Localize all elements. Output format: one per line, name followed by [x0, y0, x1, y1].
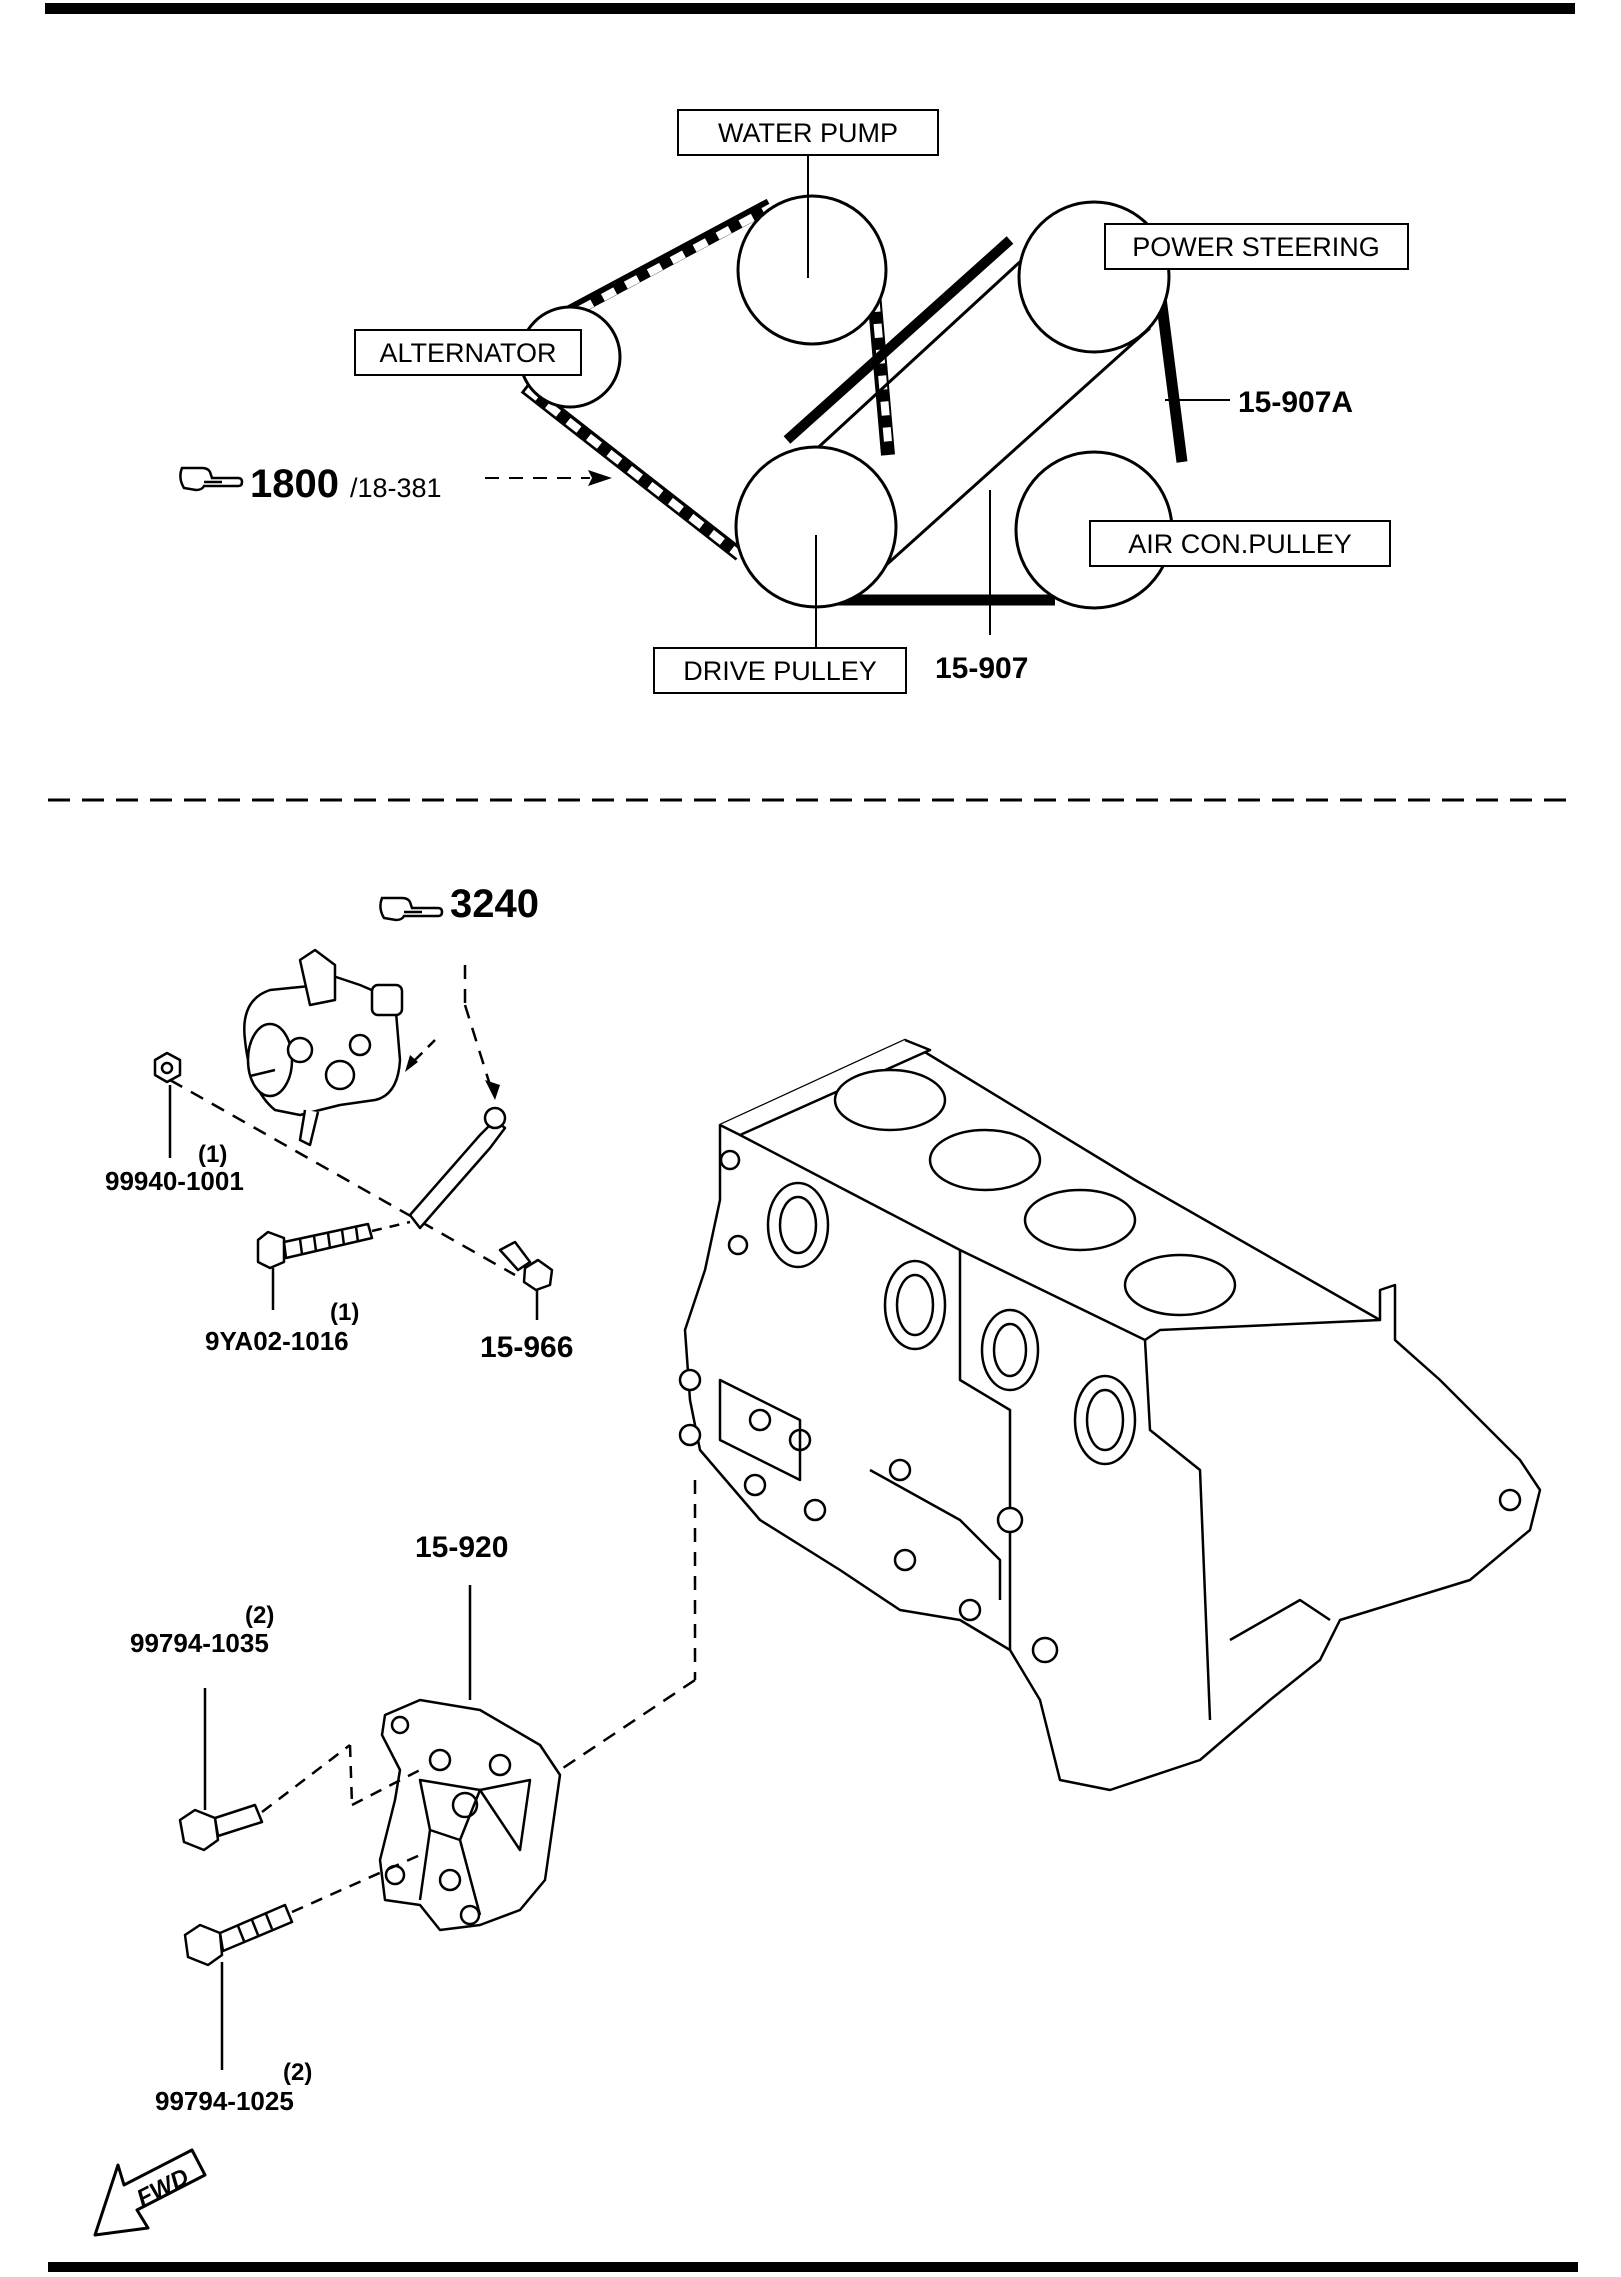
pump-stay — [408, 1118, 507, 1230]
reference-3240: 3240 — [450, 882, 539, 926]
part-number-99794-1025: 99794-1025 — [155, 2086, 294, 2116]
alternator-label: ALTERNATOR — [379, 338, 556, 368]
air-con-label-box — [1089, 520, 1391, 567]
fwd-arrow-icon — [93, 2148, 207, 2237]
power-steering-pump — [243, 948, 404, 1147]
qty-9ya02-1016: (1) — [330, 1299, 359, 1326]
part-number-15-907: 15-907 — [935, 652, 1028, 685]
bracket-15-920 — [378, 1698, 562, 1932]
power-steering-label-box — [1104, 223, 1409, 270]
air-con-pulley-label: AIR CON.PULLEY — [1128, 529, 1352, 559]
bracket-diagram-drawing — [93, 948, 1542, 2237]
pointing-hand-icon — [379, 896, 444, 922]
belt-15-907 — [520, 198, 1152, 606]
drive-pulley-label: DRIVE PULLEY — [683, 656, 877, 686]
water-pump-pulley — [736, 194, 888, 346]
drive-pulley-label-box — [653, 647, 907, 694]
reference-1800: 1800 — [250, 462, 339, 506]
bolt-99794-1035 — [178, 1803, 264, 1852]
power-steering-label: POWER STEERING — [1132, 232, 1380, 262]
belt-15-907a — [1154, 289, 1188, 463]
qty-99794-1025: (2) — [283, 2059, 312, 2086]
bolt-9ya02-1016 — [256, 1222, 374, 1270]
part-number-15-907a: 15-907A — [1238, 386, 1353, 419]
water-pump-label-box — [677, 109, 939, 156]
part-number-99794-1035: 99794-1035 — [130, 1628, 269, 1658]
top-border — [45, 3, 1575, 14]
alternator-label-box — [354, 329, 582, 376]
bolt-15-966 — [498, 1240, 554, 1292]
water-pump-label: WATER PUMP — [718, 118, 898, 148]
part-number-15-966: 15-966 — [480, 1331, 573, 1364]
engine-block — [678, 1038, 1542, 1792]
part-number-99940-1001: 99940-1001 — [105, 1166, 244, 1196]
bottom-border — [48, 2262, 1578, 2272]
belt-diagram — [354, 109, 1409, 694]
part-number-9ya02-1016: 9YA02-1016 — [205, 1326, 349, 1356]
pointing-hand-icon — [179, 466, 244, 492]
bolt-99794-1025 — [183, 1903, 294, 1967]
qty-99794-1035: (2) — [245, 1602, 274, 1629]
qty-99940-1001: (1) — [198, 1141, 227, 1168]
reference-18-381: /18-381 — [350, 473, 442, 503]
nut-99940-1001 — [153, 1051, 182, 1084]
part-number-15-920: 15-920 — [415, 1531, 508, 1564]
